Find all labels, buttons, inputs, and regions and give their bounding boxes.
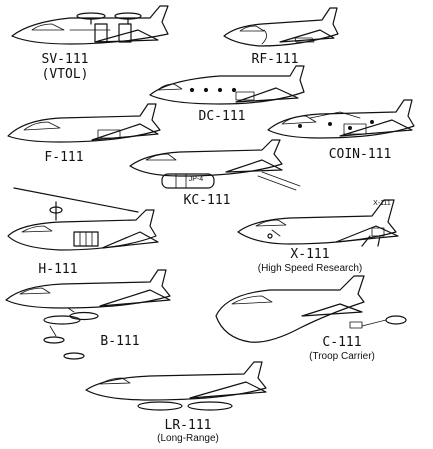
sv111-aircraft [11,5,169,45]
lr111-label: LR-111 [164,418,212,433]
kc111-label: KC-111 [183,193,231,208]
sv111-label: SV-111 [41,52,89,67]
rf111-label: RF-111 [251,52,299,67]
f111-label: F-111 [44,150,84,165]
rf111-aircraft [223,7,339,47]
lr111-aircraft [85,361,267,411]
lr111-note: (Long-Range) [157,433,219,444]
c111-label: C-111 [322,335,362,350]
h111-aircraft [7,187,159,251]
b111-label: B-111 [100,334,140,349]
c111-note: (Troop Carrier) [309,351,375,362]
kc111-pod-marking: JP-4 [188,176,204,183]
f111-aircraft [7,103,161,143]
c111-aircraft [215,275,407,343]
dc111-aircraft [149,65,305,105]
sv111-note: (VTOL) [41,67,89,82]
x111-note: (High Speed Research) [257,263,363,274]
coin111-aircraft [267,99,415,139]
coin111-label: COIN-111 [328,147,392,162]
b111-aircraft [5,269,171,360]
x111-label: X-111 [290,247,330,262]
x111-aircraft [237,199,399,247]
kc111-aircraft [129,139,301,191]
dc111-label: DC-111 [198,109,246,124]
h111-label: H-111 [38,262,78,277]
x111-tail-marking: X-111 [373,200,391,207]
